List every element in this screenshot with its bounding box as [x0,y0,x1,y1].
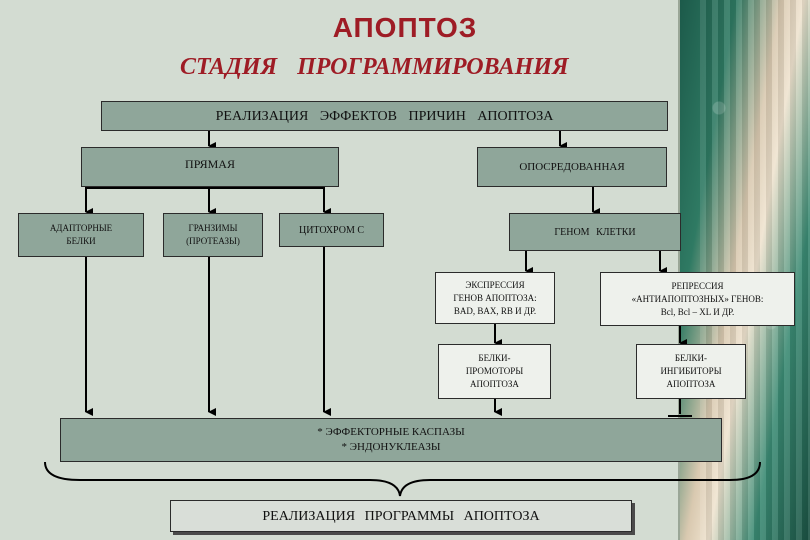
granzymes-box: ГРАНЗИМЫ (ПРОТЕАЗЫ) [163,213,263,257]
result-box: РЕАЛИЗАЦИЯ ПРОГРАММЫ АПОПТОЗА [170,500,632,532]
summary-brace [44,461,761,497]
direct-label: ПРЯМАЯ [185,157,235,171]
direct-box: ПРЯМАЯ [81,147,339,187]
effectors-box: * ЭФФЕКТОРНЫЕ КАСПАЗЫ * ЭНДОНУКЛЕАЗЫ [60,418,722,462]
adapter-label: АДАПТОРНЫЕ БЕЛКИ [49,223,113,246]
repression-box: РЕПРЕССИЯ «АНТИАПОПТОЗНЫХ» ГЕНОВ: Bcl, B… [600,272,795,326]
mediated-box: ОПОСРЕДОВАННАЯ [477,147,667,187]
expression-box: ЭКСПРЕССИЯ ГЕНОВ АПОПТОЗА: BAD, BAX, RB … [435,272,555,324]
granzymes-label: ГРАНЗИМЫ (ПРОТЕАЗЫ) [186,223,240,246]
expression-label: ЭКСПРЕССИЯ ГЕНОВ АПОПТОЗА: BAD, BAX, RB … [453,279,537,316]
promoters-label: БЕЛКИ- ПРОМОТОРЫ АПОПТОЗА [465,353,524,389]
promoter-proteins-box: БЕЛКИ- ПРОМОТОРЫ АПОПТОЗА [438,344,551,399]
adapter-proteins-box: АДАПТОРНЫЕ БЕЛКИ [18,213,144,257]
root-box: РЕАЛИЗАЦИЯ ЭФФЕКТОВ ПРИЧИН АПОПТОЗА [101,101,668,131]
cytochrome-box: ЦИТОХРОМ C [279,213,384,247]
effectors-label: * ЭФФЕКТОРНЫЕ КАСПАЗЫ * ЭНДОНУКЛЕАЗЫ [317,426,465,453]
genome-box: ГЕНОМ КЛЕТКИ [509,213,681,251]
inhibitors-label: БЕЛКИ- ИНГИБИТОРЫ АПОПТОЗА [660,353,722,389]
cytochrome-label: ЦИТОХРОМ C [298,224,365,236]
genome-label: ГЕНОМ КЛЕТКИ [554,226,636,238]
repression-label: РЕПРЕССИЯ «АНТИАПОПТОЗНЫХ» ГЕНОВ: Bcl, B… [631,280,764,317]
mediated-label: ОПОСРЕДОВАННАЯ [519,160,625,173]
result-label: РЕАЛИЗАЦИЯ ПРОГРАММЫ АПОПТОЗА [262,508,540,524]
slide-subtitle: СТАДИЯ ПРОГРАММИРОВАНИЯ [180,54,569,80]
root-label: РЕАЛИЗАЦИЯ ЭФФЕКТОВ ПРИЧИН АПОПТОЗА [215,108,554,124]
inhibitor-proteins-box: БЕЛКИ- ИНГИБИТОРЫ АПОПТОЗА [636,344,746,399]
line-direct-branches [85,187,325,199]
slide-title: АПОПТОЗ [332,12,478,43]
